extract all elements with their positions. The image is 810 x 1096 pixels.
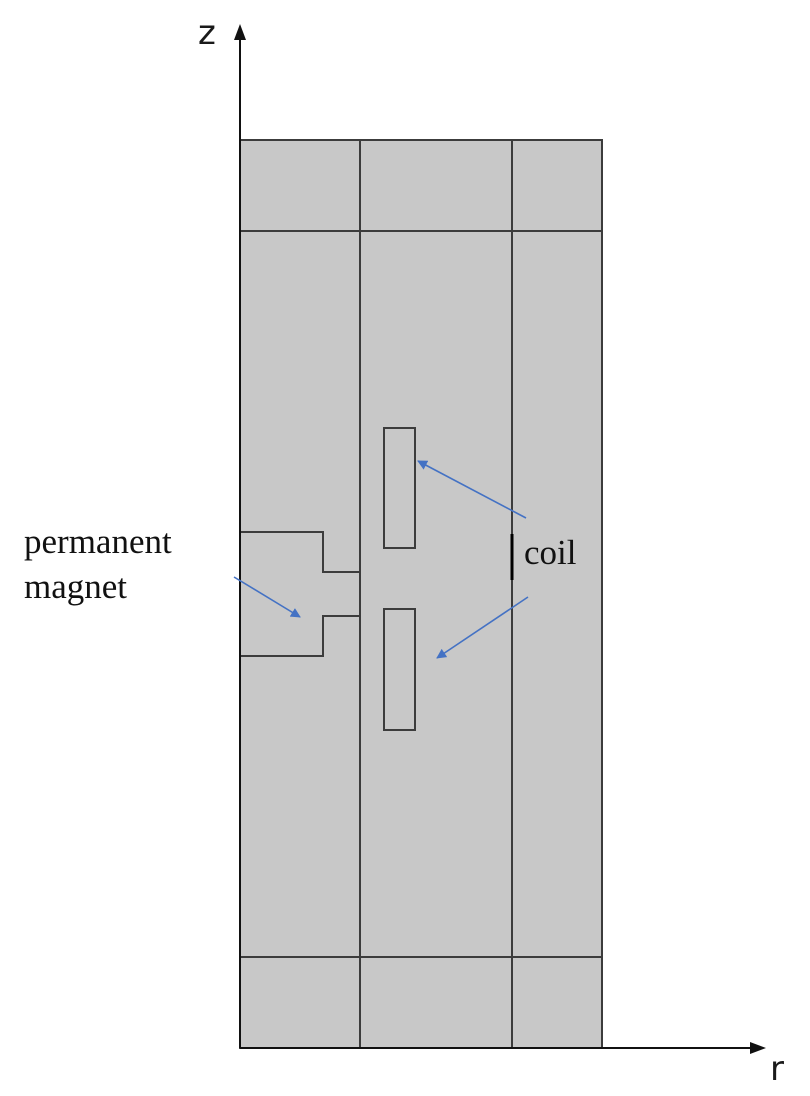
coil-label: coil bbox=[524, 533, 577, 572]
upper-coil bbox=[383, 427, 416, 549]
lower-coil-pointer-arrow bbox=[436, 596, 529, 659]
upper-coil-pointer-arrow bbox=[417, 460, 527, 519]
magnet-label-line2: magnet bbox=[24, 567, 127, 606]
z-axis-arrowhead bbox=[234, 24, 246, 40]
r-axis-label: r bbox=[770, 1049, 784, 1089]
permanent-magnet-shape bbox=[240, 531, 361, 657]
r-axis-arrowhead bbox=[750, 1042, 766, 1054]
lower-coil bbox=[383, 608, 416, 731]
domain-region bbox=[239, 139, 603, 1049]
magnet-pointer-arrow bbox=[233, 576, 301, 618]
z-axis-label: z bbox=[198, 13, 216, 53]
magnet-label-line1: permanent bbox=[24, 522, 172, 561]
